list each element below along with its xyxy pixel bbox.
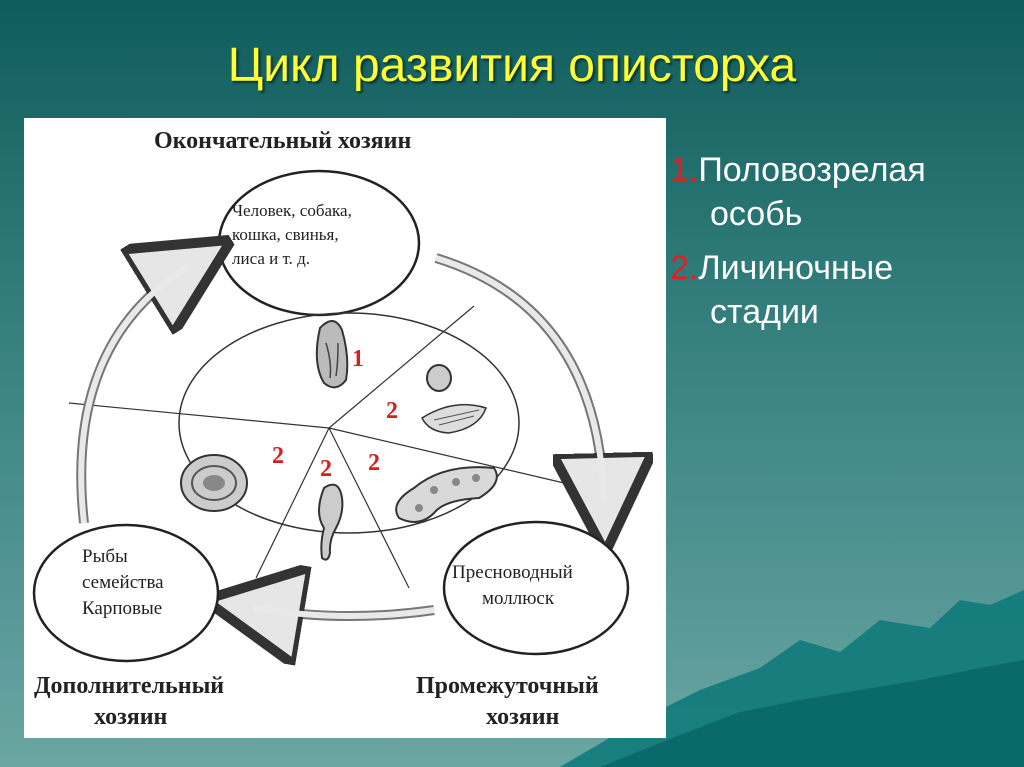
cercaria-icon [318, 483, 344, 561]
additional-host-line-3: Карповые [82, 598, 162, 619]
stage-marker-2: 2 [320, 456, 332, 482]
intermediate-host-line-1: Пресноводный [452, 562, 573, 583]
additional-host-line-1: Рыбы [82, 546, 128, 567]
additional-host-line-2: семейства [82, 572, 164, 593]
final-host-heading: Окончательный хозяин [154, 128, 411, 154]
miracidium-icon [421, 403, 487, 434]
legend-item-larval: 2.Личиночные стадии [670, 246, 1010, 334]
divider-line [68, 402, 330, 429]
stage-marker-2: 2 [386, 398, 398, 424]
intermediate-host-heading-2: хозяин [486, 704, 560, 730]
intermediate-host-circle [442, 520, 630, 656]
legend-item-adult: 1.Половозрелая особь [670, 148, 1010, 236]
lifecycle-diagram: Окончательный хозяин Человек, собака, ко… [24, 118, 666, 738]
legend: 1.Половозрелая особь 2.Личиночные стадии [670, 148, 1010, 344]
final-host-line-3: лиса и т. д. [232, 249, 310, 268]
cycle-arrow-left [76, 266, 189, 524]
legend-text: особь [710, 195, 803, 233]
cycle-arrow-left [78, 263, 191, 524]
stage-marker-1: 1 [352, 346, 364, 372]
divider-line [328, 305, 475, 429]
intermediate-host-line-2: моллюск [482, 588, 555, 609]
legend-text: Половозрелая [698, 151, 926, 189]
final-host-line-1: Человек, собака, [232, 201, 352, 220]
legend-number: 2. [670, 249, 699, 287]
divider-line [328, 427, 565, 484]
stage-marker-2: 2 [272, 443, 284, 469]
central-ellipse [178, 312, 520, 534]
legend-text: стадии [710, 293, 819, 331]
divider-line [255, 427, 330, 579]
intermediate-host-heading-1: Промежуточный [416, 673, 599, 699]
slide-title: Цикл развития описторха [227, 39, 797, 92]
final-host-line-2: кошка, свинья, [232, 225, 339, 244]
divider-line [328, 427, 410, 589]
stage-marker-2: 2 [368, 450, 380, 476]
adult-fluke-icon [315, 320, 349, 389]
additional-host-heading-1: Дополнительный [34, 673, 224, 699]
cycle-arrow-bottom [253, 605, 435, 619]
cycle-arrow-right [435, 255, 607, 504]
legend-number: 1. [670, 151, 699, 189]
additional-host-heading-2: хозяин [94, 704, 168, 730]
additional-host-circle [32, 523, 220, 663]
legend-text: Личиночные [698, 249, 894, 287]
egg-icon [426, 364, 452, 392]
